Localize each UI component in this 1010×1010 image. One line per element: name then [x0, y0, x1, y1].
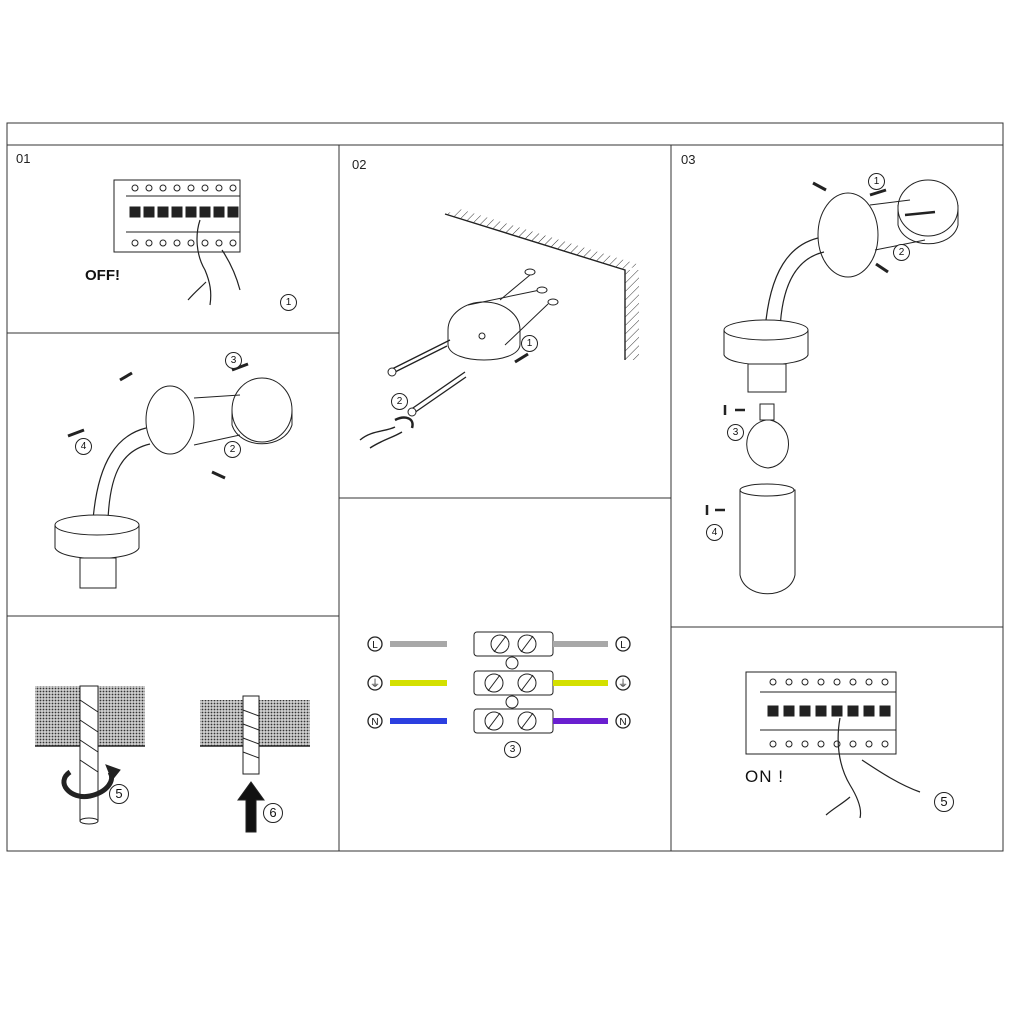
step-number: 4 — [75, 438, 92, 455]
off-text: OFF! — [85, 267, 120, 284]
step-number: 5 — [934, 792, 954, 812]
hand-icon — [187, 219, 241, 306]
panel-label-03: 03 — [681, 152, 696, 167]
step-number: 4 — [706, 524, 723, 541]
rotation-arrow-icon — [61, 769, 115, 800]
screwdriver-icon — [359, 426, 403, 449]
panel-label-01: 01 — [16, 151, 31, 166]
breaker-panel-off — [113, 179, 241, 306]
lamp-assembly-diagram — [705, 179, 959, 595]
wire-symbol-badge — [615, 675, 631, 691]
wire-symbol: N — [371, 717, 378, 728]
wire-symbol-badge — [615, 713, 631, 729]
step-number: 2 — [391, 393, 408, 410]
step-number: 1 — [280, 294, 297, 311]
step-number: 2 — [893, 244, 910, 261]
insert-arrow-icon — [237, 781, 265, 833]
panel-label-02: 02 — [352, 157, 367, 172]
wire-symbol: ⏚ — [618, 678, 628, 690]
screw-lower — [409, 371, 467, 414]
wire-symbol: N — [619, 717, 626, 728]
wire-symbol: ⏚ — [370, 678, 380, 690]
wire-symbol-badge — [367, 713, 383, 729]
drill-diagram — [35, 685, 310, 833]
step-number: 3 — [504, 741, 521, 758]
wire-symbol-badge — [367, 675, 383, 691]
wall-mount-diagram — [359, 209, 640, 449]
step-number: 1 — [521, 335, 538, 352]
breaker-panel-on — [745, 671, 921, 819]
wire-symbol: L — [372, 640, 378, 651]
step-number: 1 — [868, 173, 885, 190]
on-text: ON ! — [745, 767, 784, 786]
step-number: 6 — [263, 803, 283, 823]
screw-upper — [389, 339, 451, 373]
breaker-terminals-bottom — [131, 239, 237, 247]
wire-symbol-badge — [615, 636, 631, 652]
hand-icon — [825, 717, 921, 819]
breaker-switches — [129, 206, 239, 218]
arrow-step1-icon — [514, 352, 529, 364]
breaker-terminals-top — [131, 184, 237, 192]
panel-grid — [6, 122, 1004, 852]
lamp-arm — [764, 237, 825, 331]
bulb-icon — [746, 419, 789, 469]
glass-shade-icon — [739, 489, 796, 595]
arrow-step2-icon — [394, 416, 414, 429]
wire-symbol: L — [620, 640, 626, 651]
wall-plug — [242, 695, 260, 775]
step-number: 3 — [225, 352, 242, 369]
step-number: 3 — [727, 424, 744, 441]
step-number: 5 — [109, 784, 129, 804]
wire-symbol-badge — [367, 636, 383, 652]
lamp-mount-diagram — [54, 362, 293, 589]
step-number: 2 — [224, 441, 241, 458]
wires: L L ⏚ ⏚ N N — [367, 636, 631, 729]
terminal-block — [473, 631, 554, 734]
